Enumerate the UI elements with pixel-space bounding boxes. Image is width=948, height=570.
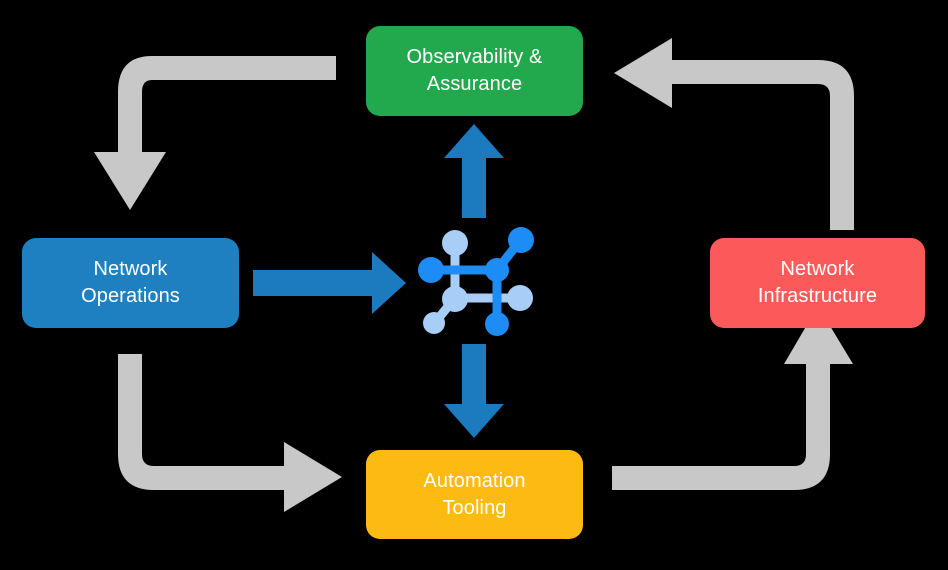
- arrow-operations-to-automation: [118, 354, 342, 512]
- arrow-automation-to-infrastructure: [612, 306, 853, 490]
- arrow-observability-to-operations: [94, 56, 336, 210]
- arrow-center-to-observability: [444, 124, 504, 218]
- node-network-operations-label: Network Operations: [81, 258, 180, 307]
- arrow-center-to-automation: [444, 344, 504, 438]
- node-observability-assurance[interactable]: Observability & Assurance: [366, 26, 583, 116]
- node-network-infrastructure[interactable]: Network Infrastructure: [710, 238, 925, 328]
- node-automation-tooling[interactable]: Automation Tooling: [366, 450, 583, 539]
- node-network-operations[interactable]: Network Operations: [22, 238, 239, 328]
- network-topology-icon: [418, 227, 534, 336]
- node-network-infrastructure-label: Network Infrastructure: [757, 258, 878, 307]
- arrow-infrastructure-to-observability: [614, 38, 854, 230]
- node-observability-assurance-label: Observability & Assurance: [406, 46, 543, 95]
- arrow-operations-to-center: [253, 252, 406, 314]
- node-automation-tooling-label: Automation Tooling: [423, 469, 526, 519]
